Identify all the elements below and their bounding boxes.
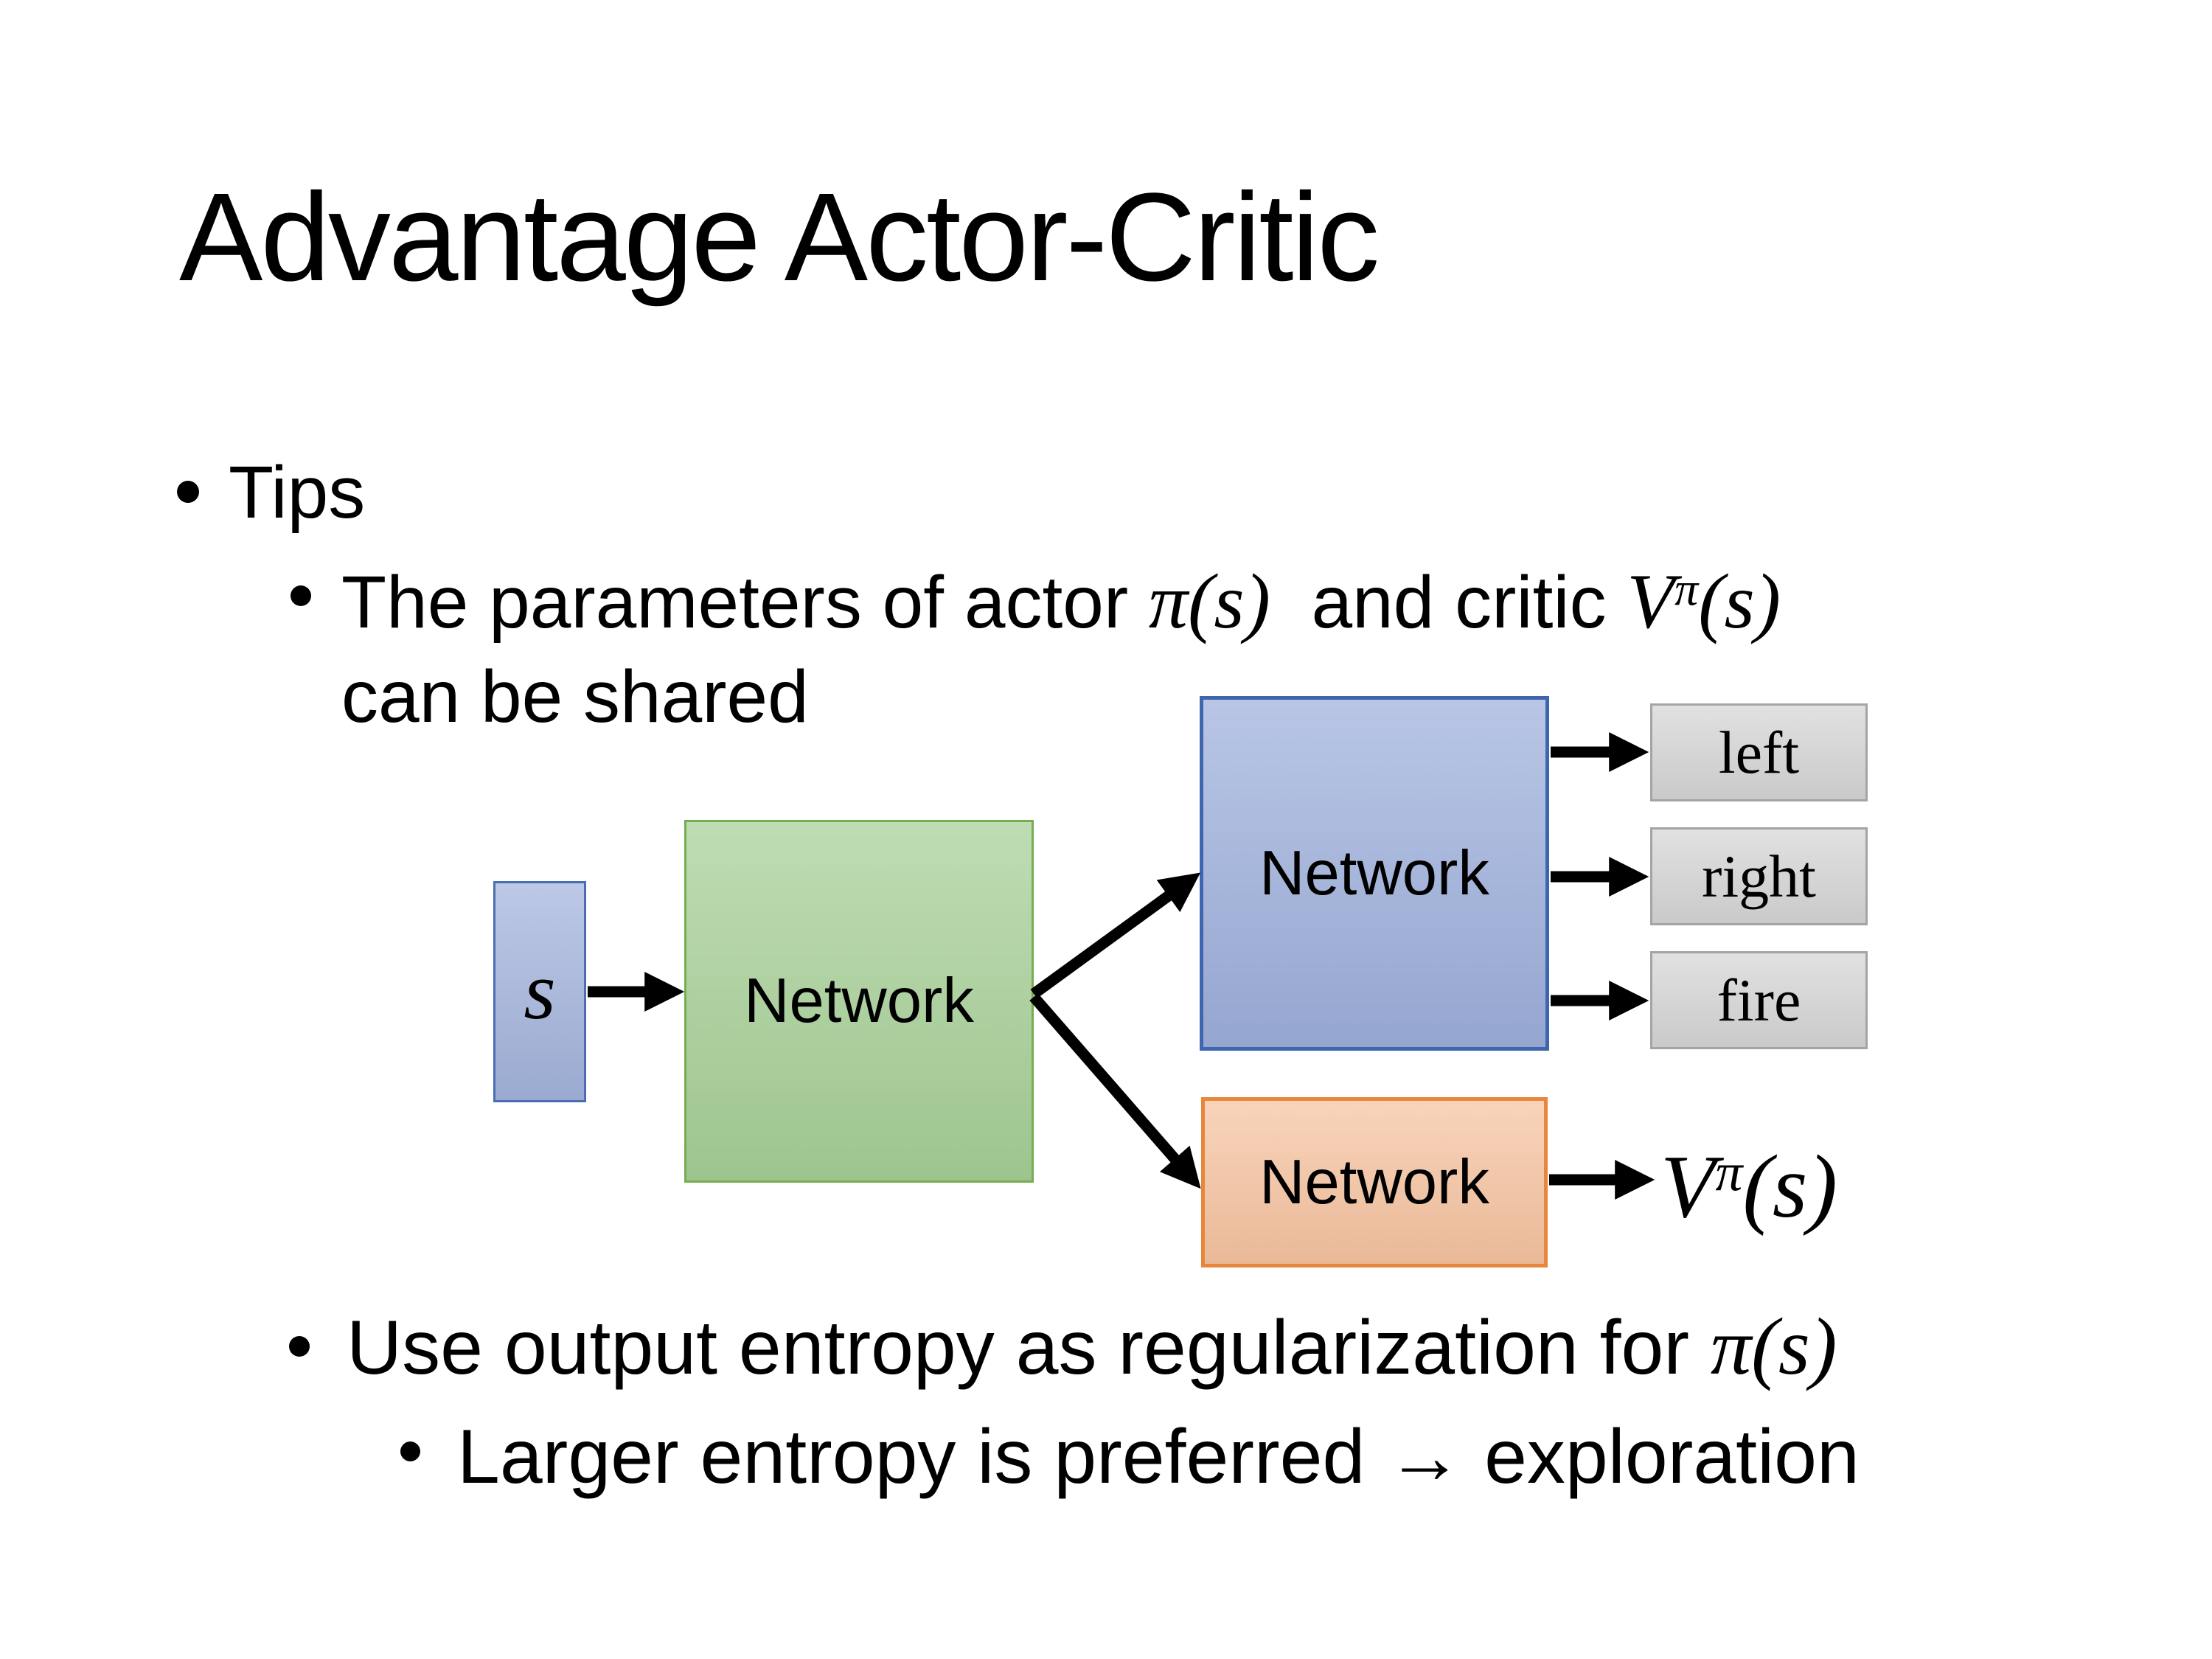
shared-network-label: Network: [744, 966, 974, 1036]
bullet-tips: Tips: [229, 451, 366, 534]
action-label: fire: [1717, 966, 1801, 1034]
state-box: s: [493, 881, 586, 1102]
math-args: (s): [1742, 1137, 1837, 1237]
bullet-parameters-shared-line2: can be shared: [341, 655, 809, 738]
actor-network-label: Network: [1259, 838, 1489, 908]
arrow-shared-to-actor-network: [1030, 872, 1201, 999]
action-box-right: right: [1650, 827, 1868, 925]
shared-network-box: Network: [684, 820, 1034, 1183]
math-pi-superscript: π: [1715, 1141, 1743, 1203]
value-output-label: Vπ(s): [1660, 1135, 1837, 1239]
actor-network-box: Network: [1200, 696, 1549, 1051]
action-box-left: left: [1650, 703, 1868, 801]
math-v: V: [1660, 1137, 1716, 1237]
bullet-text: and critic: [1270, 561, 1627, 644]
bullet-entropy-regularization: Use output entropy as regularization for…: [347, 1298, 1837, 1395]
bullet-dot: [177, 481, 199, 503]
slide-title: Advantage Actor-Critic: [179, 167, 1380, 307]
bullet-parameters-shared-line1: The parameters of actor π(s) and critic …: [341, 554, 1781, 648]
bullet-text: Use output entropy as regularization for: [347, 1305, 1711, 1391]
math-pi-s: π(s): [1148, 558, 1270, 644]
math-pi-s: π(s): [1710, 1301, 1837, 1391]
math-pi-superscript: π: [1674, 563, 1699, 616]
math-args: (s): [1698, 558, 1781, 644]
math-v: V: [1627, 558, 1675, 644]
bullet-dot: [291, 585, 311, 606]
bullet-text: The parameters of actor: [341, 561, 1149, 644]
arrow-shared-to-critic-network: [1029, 993, 1201, 1189]
state-label: s: [524, 946, 556, 1037]
bullet-larger-entropy: Larger entropy is preferred → exploratio…: [457, 1414, 1860, 1500]
critic-network-box: Network: [1201, 1097, 1548, 1267]
critic-network-label: Network: [1259, 1147, 1489, 1217]
action-label: right: [1702, 842, 1816, 910]
action-label: left: [1718, 718, 1800, 786]
bullet-dot: [400, 1441, 420, 1461]
action-box-fire: fire: [1650, 951, 1868, 1049]
bullet-dot: [289, 1336, 310, 1357]
